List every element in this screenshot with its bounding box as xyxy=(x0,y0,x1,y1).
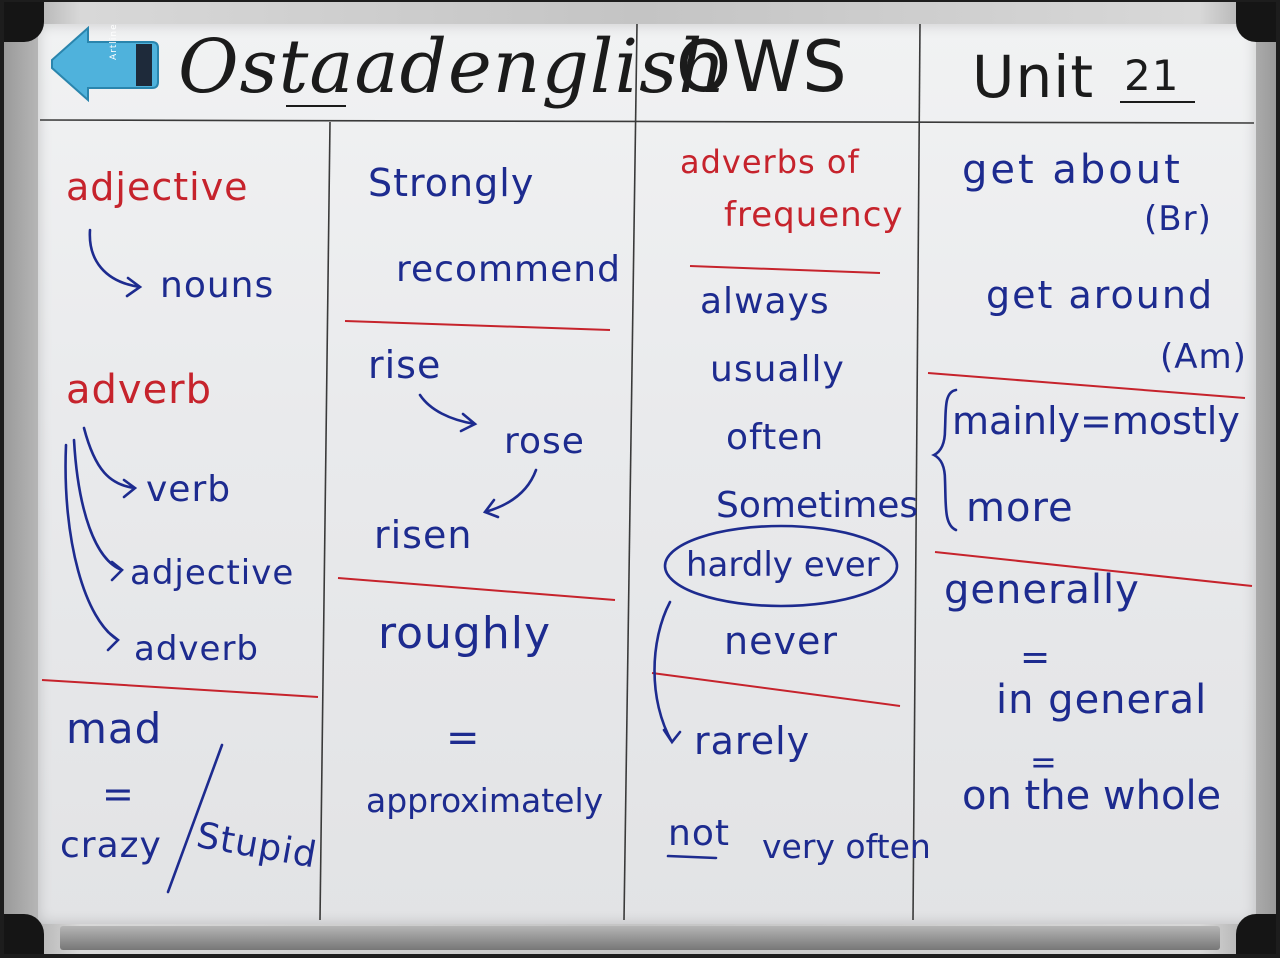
col3-red-divider-1 xyxy=(689,265,881,274)
col1-adverb-heading: adverb xyxy=(66,367,213,413)
col4-red-divider-1 xyxy=(927,372,1246,399)
frame-corner-bottom-right xyxy=(1236,914,1276,954)
col1-equals: = xyxy=(102,772,135,816)
col3-hardly-ever: hardly ever xyxy=(686,545,880,585)
col3-sometimes: Sometimes xyxy=(716,485,919,526)
col4-red-divider-2 xyxy=(934,551,1253,587)
col3-never: never xyxy=(724,619,838,663)
col2-rise: rise xyxy=(368,343,442,387)
hardly-ever-circle xyxy=(663,524,899,608)
col4-more: more xyxy=(966,485,1074,531)
col3-heading-line2: frequency xyxy=(724,195,904,235)
marker-tray xyxy=(60,926,1220,950)
col4-on-the-whole: on the whole xyxy=(962,773,1222,819)
col4-equals-2: = xyxy=(1030,743,1058,781)
col1-adjective-heading: adjective xyxy=(66,165,249,209)
col4-am: (Am) xyxy=(1160,337,1247,377)
red-dividers xyxy=(41,265,1253,707)
col3-not: not xyxy=(668,813,730,854)
eraser-icon[interactable] xyxy=(48,26,160,102)
brace-mainly-more xyxy=(931,388,958,532)
blue-strokes xyxy=(64,228,958,894)
col2-recommend: recommend xyxy=(396,249,621,290)
col1-red-divider xyxy=(41,679,319,698)
col1-adjective: adjective xyxy=(130,553,295,593)
col2-roughly: roughly xyxy=(378,608,552,659)
arrow-never-to-rarely xyxy=(653,600,682,745)
col2-rose: rose xyxy=(504,421,585,462)
column-divider-1 xyxy=(319,121,331,921)
arrow-adverb-to-verb xyxy=(82,426,138,499)
frame-corner-bottom-left xyxy=(4,914,44,954)
col4-get-about: get about xyxy=(962,147,1183,193)
eraser-brand-label: Artline xyxy=(109,23,119,60)
col1-adverb: adverb xyxy=(134,629,260,669)
arrow-adjective-to-nouns xyxy=(88,228,143,298)
crazy-stupid-slash xyxy=(166,743,224,894)
col2-strongly: Strongly xyxy=(368,161,535,205)
col3-always: always xyxy=(700,281,830,322)
black-underlines xyxy=(286,101,1195,107)
col2-red-divider-2 xyxy=(337,577,616,601)
header-divider xyxy=(39,119,1255,124)
col4-br: (Br) xyxy=(1144,199,1212,239)
arrow-adverb-to-adjective xyxy=(72,438,124,582)
whiteboard-surface xyxy=(38,24,1256,924)
arrow-rose-to-risen xyxy=(482,468,538,519)
col2-red-divider-1 xyxy=(344,320,611,331)
header-code: OWS xyxy=(676,26,848,108)
col4-in-general: in general xyxy=(996,677,1208,723)
arrow-adverb-to-adverb xyxy=(64,443,120,652)
col4-mainly-mostly: mainly=mostly xyxy=(952,399,1240,443)
arrow-rise-to-rose xyxy=(418,393,478,433)
col1-verb: verb xyxy=(146,469,232,510)
board-title: Ostaadenglish xyxy=(178,24,727,110)
col2-approximately: approximately xyxy=(366,781,604,820)
col2-risen: risen xyxy=(374,513,473,557)
col3-heading-line1: adverbs of xyxy=(680,143,860,181)
col1-mad: mad xyxy=(66,704,163,753)
col3-very-often: very often xyxy=(762,827,931,866)
frame-corner-top-right xyxy=(1236,2,1276,42)
col4-equals-1: = xyxy=(1020,637,1052,678)
unit-label: Unit xyxy=(972,43,1095,111)
col1-nouns: nouns xyxy=(160,265,275,306)
col4-get-around: get around xyxy=(986,273,1215,317)
col2-equals: = xyxy=(446,715,481,761)
col3-usually: usually xyxy=(710,349,845,390)
column-divider-3 xyxy=(912,23,921,921)
not-underline xyxy=(666,854,718,860)
unit-number: 21 xyxy=(1124,51,1180,100)
column-grid xyxy=(39,23,1255,921)
column-divider-2 xyxy=(623,23,638,921)
col3-red-divider-2 xyxy=(651,672,901,707)
frame-corner-top-left xyxy=(4,2,44,42)
col3-rarely: rarely xyxy=(694,719,811,763)
col1-crazy: crazy xyxy=(60,825,162,866)
col3-often: often xyxy=(726,417,825,458)
col4-generally: generally xyxy=(944,567,1140,613)
